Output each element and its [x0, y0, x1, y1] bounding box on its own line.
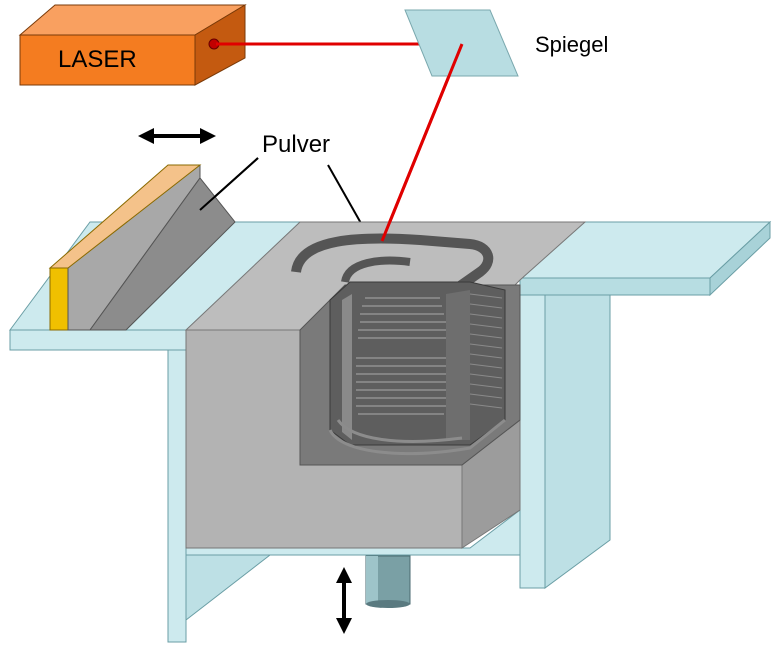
laser-beam [216, 42, 465, 242]
laser-unit: LASER [18, 4, 247, 86]
powder-leader-bed [327, 164, 363, 226]
sintered-part [291, 233, 506, 456]
left-brace [185, 554, 272, 622]
right-platform [518, 220, 772, 297]
part-top-ring [291, 233, 494, 291]
left-leg [167, 347, 187, 643]
mirror [404, 9, 519, 77]
powder-label: Pulver [262, 131, 330, 158]
build-piston [365, 555, 411, 608]
roller-yellow-side [49, 267, 69, 331]
mirror-label: Spiegel [535, 32, 608, 57]
right-leg-front [519, 294, 546, 589]
recoater-roller [48, 164, 236, 331]
bottom-rail [185, 508, 521, 556]
piston-arrow-icon [336, 567, 352, 634]
roller-cap [48, 164, 202, 269]
part-layers [356, 297, 446, 415]
part-side-layers [469, 293, 503, 409]
recoater-arrow-icon [138, 128, 216, 144]
right-leg-side [544, 294, 611, 589]
roller-slope [89, 177, 236, 331]
laser-label: LASER [58, 46, 137, 73]
